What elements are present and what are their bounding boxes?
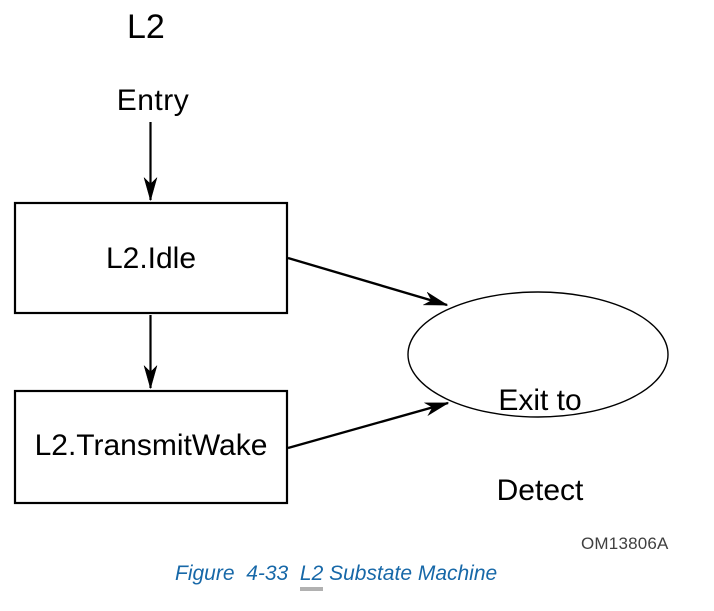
figure-caption-prefix: Figure 4-33 xyxy=(175,562,300,585)
arrow-l2-idle-to-exit xyxy=(287,256,447,307)
exit-label-line2: Detect xyxy=(496,474,584,507)
arrow-l2-transmitwake-to-exit xyxy=(287,401,448,450)
artwork-code: OM13806A xyxy=(581,534,669,553)
state-label-l2-transmitwake: L2.TransmitWake xyxy=(34,429,268,462)
figure-caption-link-l2[interactable]: L2 xyxy=(299,562,324,591)
entry-label: Entry xyxy=(116,84,190,117)
exit-to-detect-ellipse xyxy=(407,291,669,418)
figure-caption: Figure 4-33 L2 Substate Machine xyxy=(175,562,497,591)
exit-label-line1: Exit to xyxy=(498,384,582,417)
state-box-l2-transmitwake xyxy=(13,389,289,505)
diagram-title-l2: L2 xyxy=(127,8,165,46)
figure-caption-suffix: Substate Machine xyxy=(323,562,498,585)
state-box-l2-idle xyxy=(13,201,289,315)
state-label-l2-idle: L2.Idle xyxy=(105,242,197,275)
exit-to-detect-label: Exit to Detect xyxy=(407,326,673,566)
